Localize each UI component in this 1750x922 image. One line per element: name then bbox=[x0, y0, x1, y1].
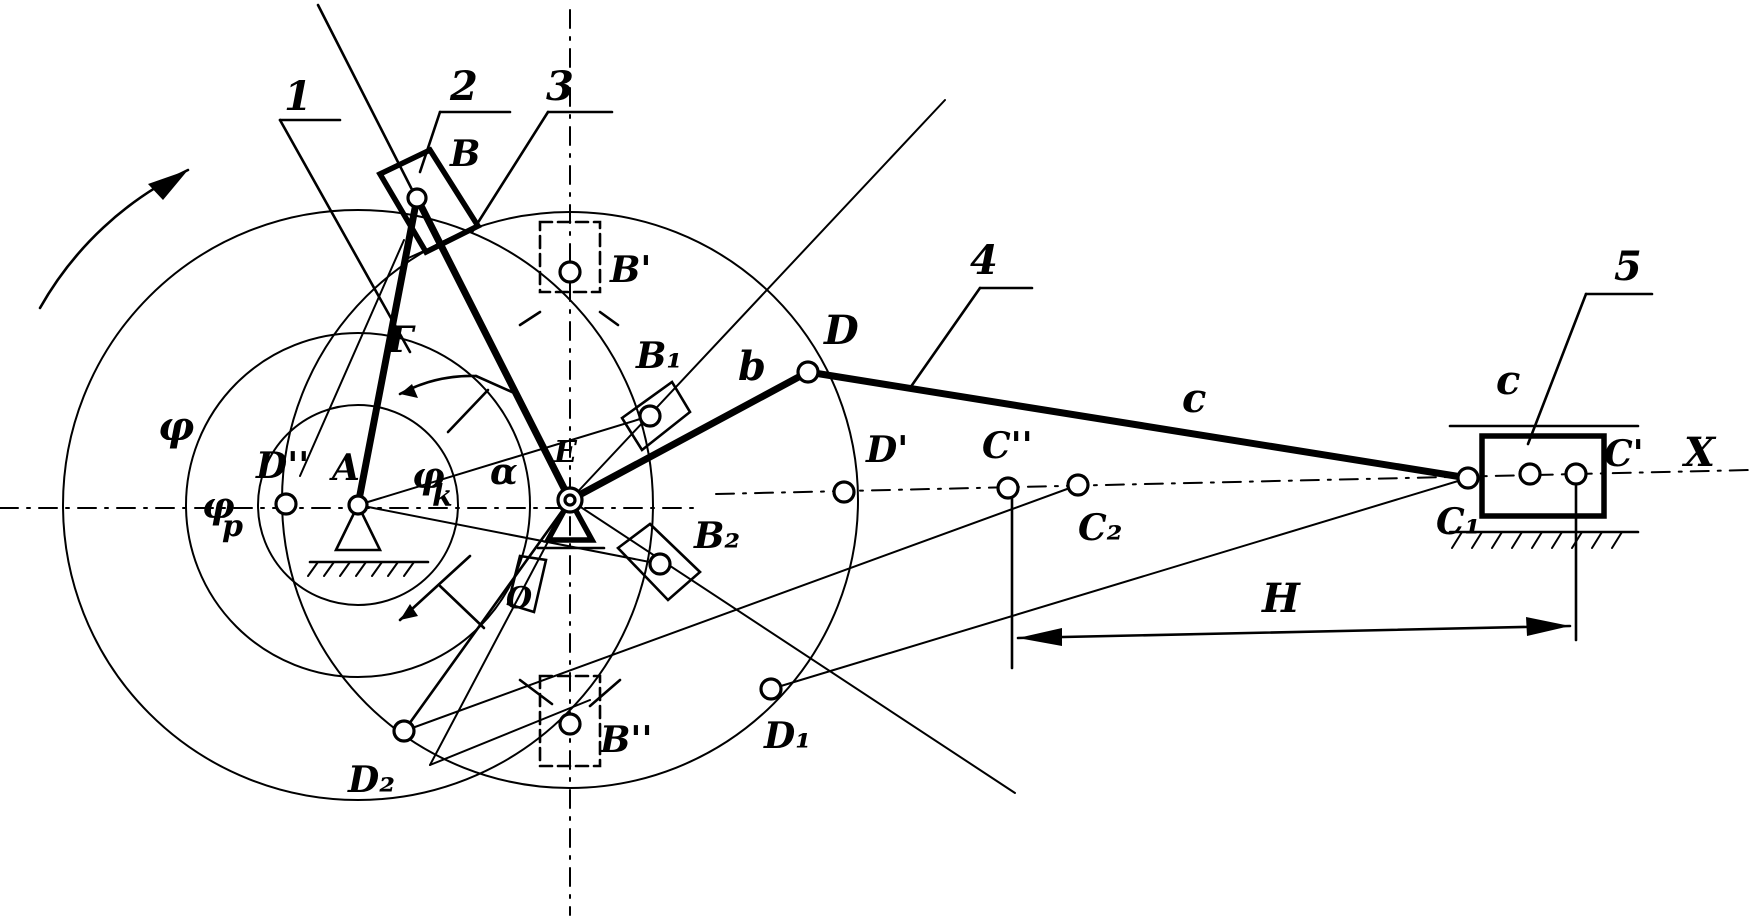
label-h: H bbox=[1261, 575, 1301, 622]
joint-b1 bbox=[638, 404, 662, 428]
label-o: O bbox=[506, 581, 532, 616]
circle-middle-a bbox=[185, 332, 531, 678]
label-part-3: 3 bbox=[546, 63, 574, 110]
joint-d2 bbox=[392, 719, 416, 743]
label-c1: C₁ bbox=[1436, 501, 1480, 543]
label-part-2: 2 bbox=[449, 63, 478, 110]
joint-b-double bbox=[558, 712, 582, 736]
label-c-prime: C' bbox=[1604, 433, 1644, 475]
label-phi-k: φ bbox=[412, 455, 445, 497]
label-c2: C₂ bbox=[1078, 507, 1122, 549]
label-b2: B₂ bbox=[693, 515, 740, 557]
angle-tick-upper bbox=[474, 374, 514, 394]
label-phi-k-sub: k bbox=[432, 479, 453, 514]
label-a: A bbox=[329, 447, 360, 489]
chord-e-lower bbox=[429, 499, 571, 766]
label-phi: φ bbox=[158, 403, 194, 450]
crank-ab2 bbox=[357, 504, 661, 565]
chord-b-a bbox=[299, 239, 405, 477]
label-c-double: C'' bbox=[982, 425, 1033, 467]
label-part-1: 1 bbox=[284, 73, 312, 120]
slider-block-o bbox=[506, 554, 548, 614]
label-d: D bbox=[823, 307, 859, 354]
slider-block-2 bbox=[376, 146, 482, 256]
slider-block-b1 bbox=[620, 380, 692, 452]
slider-axis-line bbox=[715, 469, 1750, 495]
connecting-rod-dc bbox=[804, 368, 1472, 482]
ground-hatch-a bbox=[307, 561, 415, 577]
joint-b bbox=[406, 187, 428, 209]
dimension-arrow-left bbox=[1018, 628, 1062, 646]
joint-c2 bbox=[1066, 473, 1090, 497]
leader-5 bbox=[1526, 292, 1588, 446]
label-b1: B₁ bbox=[635, 335, 682, 377]
joint-c-double bbox=[996, 476, 1020, 500]
rod-d2-c2 bbox=[403, 484, 1079, 732]
circle-outer-a bbox=[62, 209, 654, 801]
label-link-c: c bbox=[1182, 375, 1206, 422]
slider-block-5 bbox=[1479, 433, 1607, 519]
slider-box-b-prime bbox=[538, 220, 602, 294]
joint-d-prime bbox=[832, 480, 856, 504]
label-d2: D₂ bbox=[347, 759, 395, 801]
joint-c-prime bbox=[1564, 462, 1588, 486]
label-d-double: D'' bbox=[255, 445, 309, 487]
crank-ab bbox=[354, 194, 421, 509]
joint-b-prime bbox=[558, 260, 582, 284]
label-gamma: Γ bbox=[387, 319, 416, 361]
label-phi-p-sub: p bbox=[222, 509, 243, 544]
fixed-support-a bbox=[333, 502, 383, 552]
dimension-arrow-right bbox=[1526, 617, 1570, 636]
label-b-double: B'' bbox=[599, 719, 652, 761]
label-x: X bbox=[1681, 429, 1717, 476]
label-b: B bbox=[449, 133, 480, 175]
rotation-arrowhead bbox=[148, 170, 188, 200]
label-part-5: 5 bbox=[1614, 243, 1642, 290]
slider-block-b2 bbox=[616, 522, 702, 602]
label-e: E bbox=[553, 435, 578, 470]
label-d-prime: D' bbox=[865, 429, 908, 471]
rod-d1-c1 bbox=[770, 477, 1469, 690]
label-alpha: α bbox=[490, 451, 518, 493]
joint-b2 bbox=[648, 552, 672, 576]
joint-d bbox=[796, 360, 820, 384]
label-b-prime: B' bbox=[609, 249, 651, 291]
joint-c bbox=[1518, 462, 1542, 486]
joint-a bbox=[347, 494, 369, 516]
rocker-ed bbox=[566, 368, 812, 504]
chord-lower bbox=[429, 699, 591, 766]
fixed-support-e bbox=[543, 494, 597, 543]
leader-1 bbox=[278, 118, 412, 354]
guide-line-lower bbox=[569, 499, 1016, 794]
slider-box-b-double bbox=[538, 674, 602, 768]
label-phi-p: φ bbox=[202, 485, 235, 527]
leader-2 bbox=[418, 110, 442, 174]
rocker-ed2 bbox=[402, 498, 572, 733]
label-part-4: 4 bbox=[970, 237, 998, 284]
leader-3 bbox=[470, 110, 550, 234]
rocker-be bbox=[413, 194, 574, 504]
circle-inner-a bbox=[257, 404, 459, 606]
label-link-b: b bbox=[738, 343, 766, 390]
crank-ab1 bbox=[357, 415, 651, 506]
joint-c1 bbox=[1456, 466, 1480, 490]
dimension-h-line bbox=[1016, 624, 1572, 640]
joint-d-double bbox=[274, 492, 298, 516]
label-slider-c: c bbox=[1496, 357, 1520, 404]
joint-d1 bbox=[759, 677, 783, 701]
leader-4 bbox=[908, 286, 982, 390]
label-d1: D₁ bbox=[763, 715, 811, 757]
